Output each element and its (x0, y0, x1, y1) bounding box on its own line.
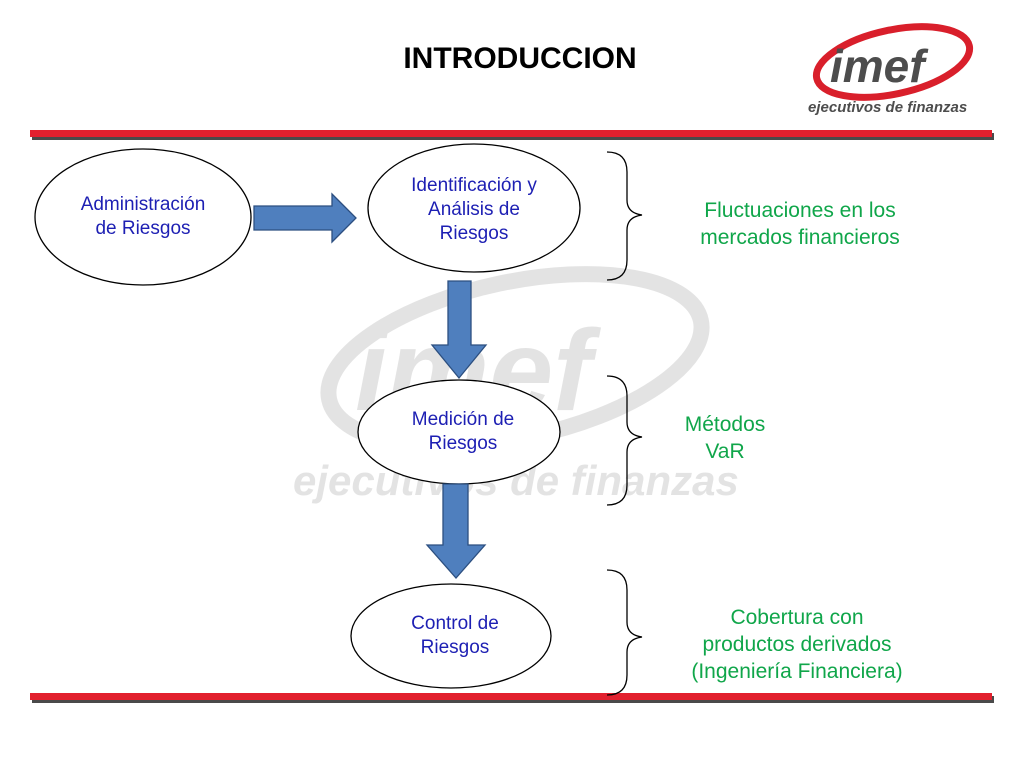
top-red-bar (30, 130, 992, 137)
node-admin-ellipse (34, 148, 252, 286)
brace-3 (606, 569, 643, 696)
bottom-red-bar (30, 693, 992, 700)
logo-swoosh (812, 23, 974, 101)
imef-logo: imef ejecutivos de finanzas (808, 23, 974, 116)
node-identificacion-ellipse (367, 143, 581, 273)
logo-tagline: ejecutivos de finanzas (808, 99, 967, 116)
page-title: INTRODUCCION (403, 42, 637, 75)
node-control-ellipse (350, 583, 552, 689)
logo-wordmark: imef (830, 40, 929, 92)
arrow-right (253, 192, 357, 244)
brace-2 (606, 375, 643, 506)
arrow-down-1 (430, 280, 488, 380)
brace-1 (606, 151, 643, 281)
arrow-down-2 (425, 483, 487, 579)
